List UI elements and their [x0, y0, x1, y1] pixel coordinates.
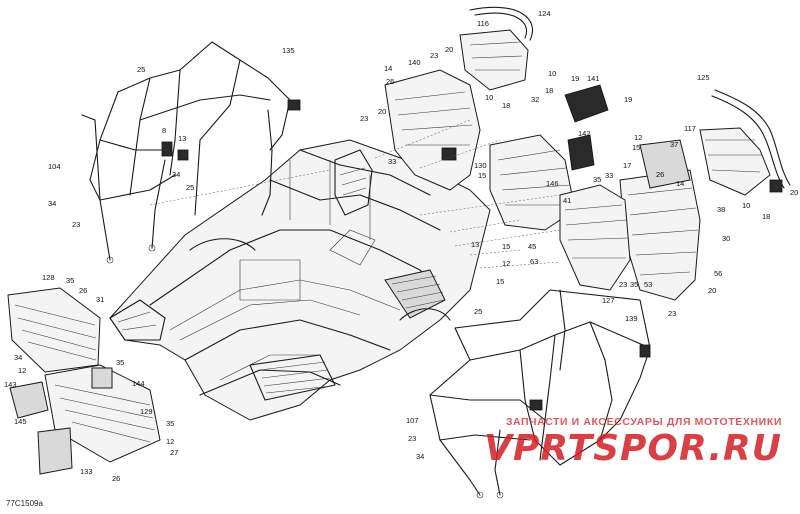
callout-label: 116	[477, 19, 489, 28]
callout-label: 146	[546, 179, 559, 188]
callout-label: 14	[676, 179, 684, 188]
callout-label: 26	[386, 77, 394, 86]
callout-label: 27	[170, 448, 178, 457]
callout-label: 12	[166, 437, 174, 446]
callout-label: 13	[178, 134, 186, 143]
callout-label: 33	[388, 157, 396, 166]
callout-label: 12	[634, 133, 642, 142]
callout-label: 20	[708, 286, 716, 295]
callout-label: 34	[172, 170, 180, 179]
callout-label: 144	[132, 379, 145, 388]
callout-label: 34	[416, 452, 424, 461]
callout-label: 15	[496, 277, 504, 286]
callout-label: 130	[474, 161, 487, 170]
callout-label: 33	[605, 171, 613, 180]
callout-label: 139	[625, 314, 638, 323]
front-roll-cage	[81, 41, 301, 264]
callout-label: 107	[406, 416, 419, 425]
callout-label: 140	[408, 58, 421, 67]
callout-label: 23	[619, 280, 627, 289]
middle-side-panels	[384, 6, 576, 231]
callout-label: 19	[624, 95, 632, 104]
callout-label: 117	[684, 124, 696, 133]
callout-label: 141	[587, 74, 600, 83]
callout-label: 26	[112, 474, 120, 483]
callout-label: 23	[668, 309, 676, 318]
callout-label: 14	[384, 64, 392, 73]
callouts: 124 116 20 10 23 135 25 14 140 26 18 10 …	[4, 9, 798, 483]
rear-roll-cage	[429, 289, 651, 499]
callout-label: 23	[360, 114, 368, 123]
diagram-id: 77C1509a	[6, 499, 43, 508]
callout-label: 35	[166, 419, 174, 428]
callout-label: 35	[66, 276, 74, 285]
callout-label: 10	[548, 69, 556, 78]
callout-label: 142	[578, 129, 591, 138]
callout-label: 35	[116, 358, 124, 367]
callout-label: 20	[445, 45, 453, 54]
callout-label: 129	[140, 407, 153, 416]
callout-label: 133	[80, 467, 93, 476]
callout-label: 18	[762, 212, 770, 221]
callout-label: 145	[14, 417, 27, 426]
callout-label: 53	[644, 280, 652, 289]
callout-label: 15	[502, 242, 510, 251]
callout-label: 10	[742, 201, 750, 210]
callout-label: 38	[717, 205, 725, 214]
callout-label: 15	[478, 171, 486, 180]
leader-lines	[149, 119, 561, 269]
callout-label: 56	[714, 269, 722, 278]
right-side-panels	[559, 84, 791, 301]
callout-label: 34	[14, 353, 22, 362]
callout-label: 10	[485, 93, 493, 102]
callout-label: 23	[72, 220, 80, 229]
callout-label: 23	[408, 434, 416, 443]
callout-label: 12	[502, 259, 510, 268]
callout-label: 20	[790, 188, 798, 197]
callout-label: 31	[96, 295, 104, 304]
callout-label: 19	[571, 74, 579, 83]
callout-label: 30	[722, 234, 730, 243]
callout-label: 13	[471, 240, 479, 249]
callout-label: 26	[656, 170, 664, 179]
callout-label: 25	[186, 183, 194, 192]
callout-label: 32	[531, 95, 539, 104]
callout-label: 15	[632, 143, 640, 152]
callout-label: 34	[48, 199, 56, 208]
callout-label: 127	[602, 296, 615, 305]
callout-label: 35	[630, 280, 638, 289]
callout-label: 12	[18, 366, 26, 375]
callout-label: 124	[538, 9, 551, 18]
callout-label: 143	[4, 380, 17, 389]
callout-label: 18	[502, 101, 510, 110]
callout-label: 104	[48, 162, 61, 171]
callout-label: 23	[430, 51, 438, 60]
callout-label: 128	[42, 273, 55, 282]
callout-label: 20	[378, 107, 386, 116]
callout-label: 41	[563, 196, 571, 205]
callout-label: 26	[79, 286, 87, 295]
callout-label: 25	[474, 307, 482, 316]
callout-label: 63	[530, 257, 538, 266]
callout-label: 37	[670, 140, 678, 149]
callout-label: 135	[282, 46, 295, 55]
callout-label: 45	[528, 242, 536, 251]
front-dash-panels	[7, 287, 161, 475]
callout-label: 8	[162, 126, 166, 135]
chassis-body	[109, 139, 491, 421]
callout-label: 125	[697, 73, 710, 82]
callout-label: 35	[593, 175, 601, 184]
callout-label: 17	[623, 161, 631, 170]
callout-label: 18	[545, 86, 553, 95]
callout-label: 25	[137, 65, 145, 74]
